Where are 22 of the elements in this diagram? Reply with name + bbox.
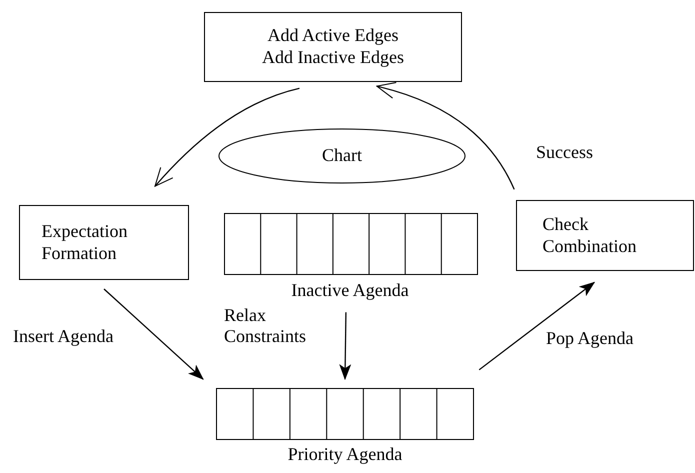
process-box [516, 200, 694, 271]
node-text: Check Combination [542, 214, 638, 258]
edge-label: Success [536, 142, 594, 163]
edge-label: Relax Constraints [224, 305, 308, 346]
node-text: Add Inactive Edges [262, 47, 404, 69]
curved-arrow [376, 82, 515, 190]
node-text: Chart [322, 145, 362, 167]
node-text: Expectation Formation [42, 220, 128, 264]
chart-ellipse [218, 128, 466, 184]
curved-arrow [154, 88, 300, 187]
queue-label: Priority Agenda [286, 444, 404, 465]
node-text: Add Active Edges [268, 25, 398, 47]
agenda-queue [216, 388, 474, 440]
process-box [19, 205, 189, 280]
edge-label: Insert Agenda [13, 326, 114, 347]
edge-label: Pop Agenda [546, 328, 634, 349]
arrow [339, 312, 352, 380]
arrow [104, 288, 204, 380]
queue-label: Inactive Agenda [290, 280, 410, 301]
process-box [204, 12, 462, 82]
agenda-queue [224, 213, 478, 275]
arrow [478, 282, 596, 370]
